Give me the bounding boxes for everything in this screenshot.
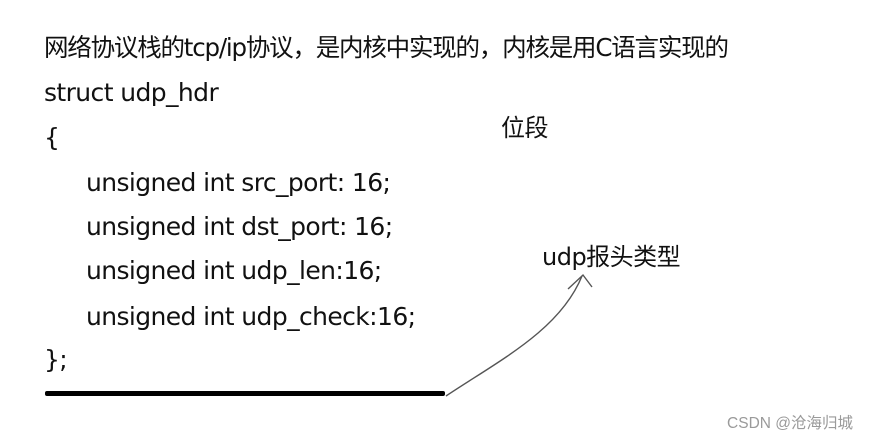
udp-header-type-label: udp报头类型 — [542, 243, 681, 271]
field-udp-len: unsigned int udp_len:16; — [86, 256, 382, 285]
field-udp-check: unsigned int udp_check:16; — [86, 302, 416, 331]
underline-rule — [45, 391, 445, 396]
open-brace: { — [44, 123, 60, 152]
bitfield-label: 位段 — [501, 114, 549, 142]
struct-declaration: struct udp_hdr — [44, 78, 219, 107]
close-brace: }; — [44, 345, 68, 374]
watermark: CSDN @沧海归城 — [727, 415, 853, 432]
intro-text: 网络协议栈的tcp/ip协议，是内核中实现的，内核是用C语言实现的 — [44, 33, 729, 62]
field-dst-port: unsigned int dst_port: 16; — [86, 212, 393, 241]
field-src-port: unsigned int src_port: 16; — [86, 168, 391, 197]
